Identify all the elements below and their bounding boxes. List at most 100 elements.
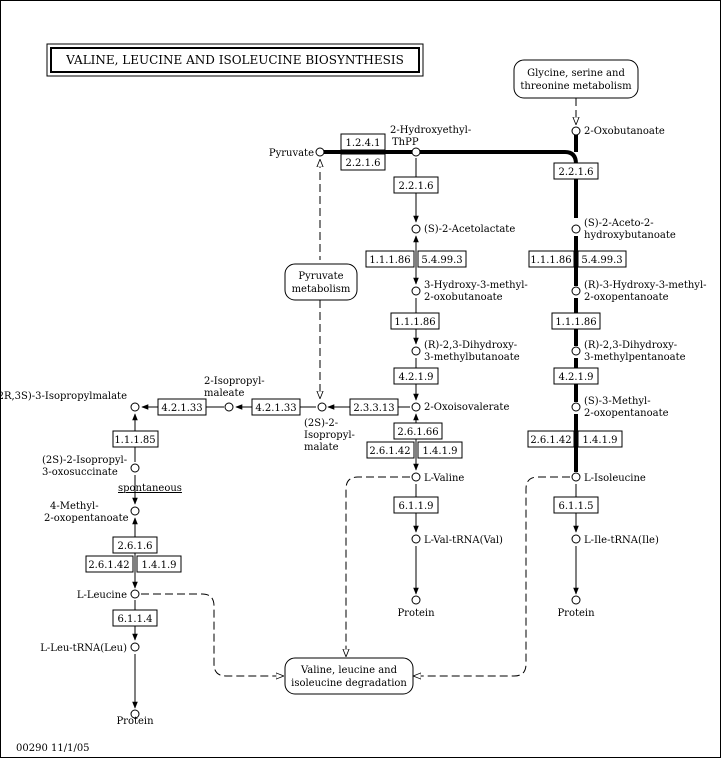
svg-text:6.1.1.9: 6.1.1.9 — [399, 501, 434, 512]
svg-text:1.4.1.9: 1.4.1.9 — [423, 446, 458, 457]
enzyme-1-1-1-86-c[interactable]: 1.1.1.86 — [390, 312, 440, 330]
enzyme-2-2-1-6-b[interactable]: 2.2.1.6 — [393, 176, 439, 194]
node-lleucine — [130, 589, 140, 599]
label-protein-ile: Protein — [557, 608, 595, 619]
enzyme-2-6-1-42-a[interactable]: 2.6.1.42 — [366, 441, 415, 459]
label-protein-val: Protein — [397, 608, 435, 619]
label-m4op-2: 2-oxopentanoate — [44, 513, 129, 524]
enzyme-2-3-3-13[interactable]: 2.3.3.13 — [349, 398, 399, 416]
enzyme-2-2-1-6-a[interactable]: 2.2.1.6 — [340, 153, 386, 171]
enzyme-1-1-1-85[interactable]: 1.1.1.85 — [112, 430, 159, 448]
enzyme-1-4-1-9-a[interactable]: 1.4.1.9 — [417, 441, 463, 459]
svg-text:1.1.1.86: 1.1.1.86 — [555, 317, 596, 328]
edge-ile-degradation — [414, 476, 570, 676]
svg-text:6.1.1.5: 6.1.1.5 — [559, 501, 594, 512]
label-lvaltrna: L-Val-tRNA(Val) — [424, 535, 503, 546]
enzyme-2-2-1-6-c[interactable]: 2.2.1.6 — [553, 162, 599, 180]
svg-text:threonine metabolism: threonine metabolism — [520, 81, 632, 92]
enzyme-1-4-1-9-c[interactable]: 1.4.1.9 — [136, 555, 182, 573]
svg-text:2.6.1.6: 2.6.1.6 — [118, 541, 153, 552]
label-pyruvate: Pyruvate — [269, 148, 314, 159]
enzyme-2-6-1-66[interactable]: 2.6.1.66 — [393, 422, 443, 440]
label-hydroxyethyl-2: ThPP — [392, 137, 419, 148]
label-s2ipm-1: (2S)-2- — [304, 418, 338, 429]
svg-text:4.2.1.33: 4.2.1.33 — [255, 403, 296, 414]
edge-thpp-acetohb — [420, 150, 578, 218]
svg-text:1.1.1.85: 1.1.1.85 — [114, 435, 155, 446]
enzyme-5-4-99-3-b[interactable]: 5.4.99.3 — [577, 250, 627, 268]
enzyme-1-2-4-1[interactable]: 1.2.4.1 — [340, 133, 386, 151]
svg-text:2.6.1.66: 2.6.1.66 — [397, 427, 438, 438]
label-lleucine: L-Leucine — [77, 590, 127, 601]
title-box: VALINE, LEUCINE AND ISOLEUCINE BIOSYNTHE… — [46, 43, 424, 77]
node-lleutrna — [130, 642, 140, 652]
enzyme-1-1-1-86-a[interactable]: 1.1.1.86 — [365, 250, 415, 268]
enzyme-5-4-99-3-a[interactable]: 5.4.99.3 — [417, 250, 467, 268]
page-title: VALINE, LEUCINE AND ISOLEUCINE BIOSYNTHE… — [65, 53, 404, 67]
enzyme-2-6-1-42-b[interactable]: 2.6.1.42 — [527, 430, 575, 448]
label-r3h3m-1: (R)-3-Hydroxy-3-methyl- — [584, 280, 707, 291]
enzyme-1-1-1-86-d[interactable]: 1.1.1.86 — [551, 312, 601, 330]
enzyme-4-2-1-33-b[interactable]: 4.2.1.33 — [157, 398, 207, 416]
label-ipos-2: 3-oxosuccinate — [42, 467, 118, 478]
node-ipos — [130, 463, 140, 473]
label-acetolactate: (S)-2-Acetolactate — [424, 224, 515, 235]
node-aceto-hb — [571, 224, 581, 234]
label-dhmp-2: 3-methylpentanoate — [584, 352, 686, 363]
node-pyruvate — [315, 147, 325, 157]
enzyme-1-4-1-9-b[interactable]: 1.4.1.9 — [577, 430, 623, 448]
label-m4op-1: 4-Methyl- — [50, 501, 99, 512]
node-oxobutanoate — [571, 126, 581, 136]
label-r3h3m-2: 2-oxopentanoate — [584, 292, 669, 303]
node-ipmaleate — [224, 402, 234, 412]
label-s2ipm-2: Isopropyl- — [304, 430, 355, 441]
svg-text:4.2.1.9: 4.2.1.9 — [559, 372, 594, 383]
node-lisoleucine — [571, 472, 581, 482]
label-lisoleucine: L-Isoleucine — [584, 473, 646, 484]
svg-text:5.4.99.3: 5.4.99.3 — [581, 255, 622, 266]
label-dhmb-1: (R)-2,3-Dihydroxy- — [424, 340, 517, 351]
enzyme-4-2-1-9-b[interactable]: 4.2.1.9 — [553, 367, 599, 385]
enzyme-2-6-1-42-c[interactable]: 2.6.1.42 — [85, 555, 134, 573]
node-lieltrna — [571, 534, 581, 544]
svg-text:Pyruvate: Pyruvate — [298, 271, 343, 282]
label-hydroxyethyl-1: 2-Hydroxyethyl- — [390, 125, 471, 136]
enzyme-6-1-1-4[interactable]: 6.1.1.4 — [112, 609, 158, 627]
node-r3h3m — [571, 286, 581, 296]
node-m4op — [130, 506, 140, 516]
svg-text:2.6.1.42: 2.6.1.42 — [530, 435, 571, 446]
edge-leu-degradation — [141, 593, 283, 676]
pathway-glycine-serine-threonine[interactable]: Glycine, serine and threonine metabolism — [513, 59, 639, 99]
enzyme-4-2-1-33-a[interactable]: 4.2.1.33 — [251, 398, 301, 416]
node-ipm2r3s — [130, 402, 140, 412]
pathway-pyruvate-metabolism[interactable]: Pyruvate metabolism — [284, 263, 358, 301]
label-s3m2op-1: (S)-3-Methyl- — [584, 396, 651, 407]
node-s3m2op — [571, 402, 581, 412]
label-aceto-hb-1: (S)-2-Aceto-2- — [584, 218, 654, 229]
node-lvaltrna — [411, 534, 421, 544]
svg-text:2.6.1.42: 2.6.1.42 — [88, 560, 129, 571]
svg-text:1.4.1.9: 1.4.1.9 — [583, 435, 618, 446]
label-ipmaleate-2: maleate — [204, 388, 245, 399]
node-hydroxyethyl-thpp — [411, 147, 421, 157]
svg-text:1.1.1.86: 1.1.1.86 — [530, 255, 571, 266]
label-dhmb-2: 3-methylbutanoate — [424, 352, 520, 363]
label-s2ipm-3: malate — [304, 442, 339, 453]
svg-text:2.2.1.6: 2.2.1.6 — [399, 181, 434, 192]
svg-text:6.1.1.4: 6.1.1.4 — [118, 614, 153, 625]
enzyme-6-1-1-5[interactable]: 6.1.1.5 — [553, 496, 599, 514]
edge-valine-degradation — [346, 476, 410, 656]
map-footer: 00290 11/1/05 — [16, 743, 90, 754]
node-protein-val — [411, 595, 421, 605]
svg-text:1.2.4.1: 1.2.4.1 — [346, 138, 381, 149]
enzyme-6-1-1-9[interactable]: 6.1.1.9 — [393, 496, 439, 514]
enzyme-1-1-1-86-b[interactable]: 1.1.1.86 — [528, 250, 575, 268]
enzyme-4-2-1-9-a[interactable]: 4.2.1.9 — [393, 367, 439, 385]
node-protein-leu — [130, 709, 140, 719]
label-oxobutanoate: 2-Oxobutanoate — [584, 126, 665, 137]
svg-text:2.3.3.13: 2.3.3.13 — [353, 403, 394, 414]
enzyme-2-6-1-6[interactable]: 2.6.1.6 — [112, 536, 158, 554]
pathway-valine-leucine-isoleucine-degradation[interactable]: Valine, leucine and isoleucine degradati… — [284, 657, 414, 695]
svg-text:2.6.1.42: 2.6.1.42 — [369, 446, 410, 457]
